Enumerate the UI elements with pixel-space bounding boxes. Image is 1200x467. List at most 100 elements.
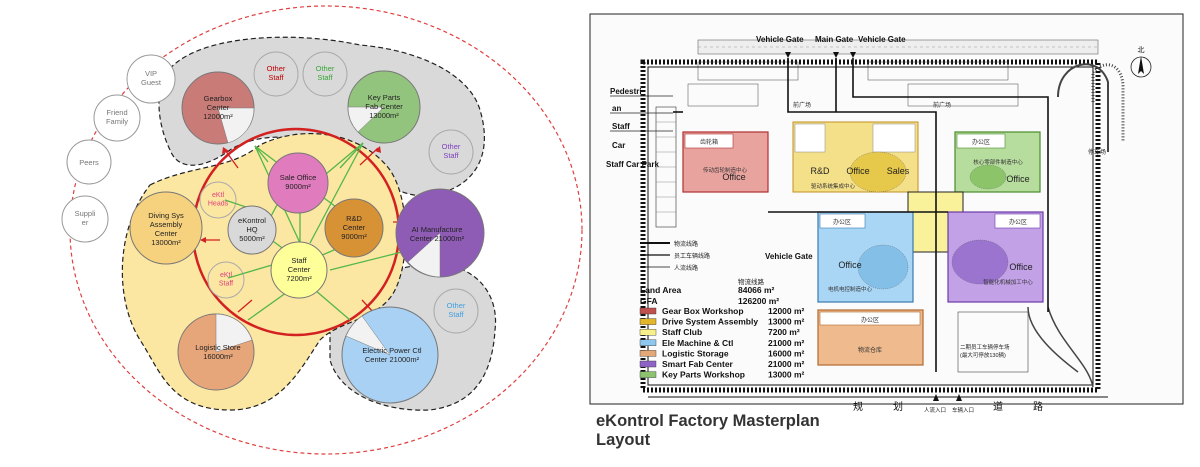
legend-label: Gear Box Workshop [662,306,744,316]
side-label-pedestrian: Pedestri [610,87,642,96]
legend-swatch [639,329,657,336]
north-arrow-icon: 北 [1130,46,1152,78]
side-label-staff: Staff [612,122,630,131]
vehicle-gate-side-label: Vehicle Gate [765,252,813,261]
logistics-route-label: 物流线路 [738,277,765,286]
block-elemachine: 办公区 Office 电机电控制造中心 [817,211,914,303]
block-rd: R&D Office Sales 驱动系统集成中心 [792,121,919,193]
block-smartfab: 办公区 Office 智能化机械加工中心 [947,211,1044,303]
side-label-staff-car-park: Staff Car Park [606,160,659,169]
factory-masterplan: 停车场 北 Vehicle Gate Main Gate Vehicle Gat… [589,13,1184,414]
side-label-an: an [612,104,621,113]
block-elemachine-office: Office [838,260,861,270]
legend-swatch [639,318,657,325]
bottom-gate-markers [933,394,962,401]
block-elemachine-cn: 电机电控制造中心 [828,285,873,293]
line-legend-logistics: 物流线路 [674,240,698,248]
side-label-car: Car [612,141,625,150]
block-rd-sales: Sales [887,166,910,176]
legend-label: Staff Club [662,327,702,337]
gate-markers [785,52,856,58]
phase2-parking-label: 二期员工车辆停车场 [960,343,1010,351]
line-legend: 物流线路 员工车辆线路 人流线路 [640,240,710,272]
legend-value: 12000 m² [768,306,805,316]
legend-label: Smart Fab Center [662,359,734,369]
legend-value: 13000 m² [768,317,805,327]
block-keyparts-title: 办公区 [972,138,990,146]
legend-label: Ele Machine & Ctl [662,338,733,348]
block-rd-office: R&D [810,166,830,176]
legend-swatch [639,307,657,315]
bus-parking [1091,63,1125,142]
legend-label: Drive System Assembly [662,317,758,327]
bottom-road-char-1: 规 [853,400,863,413]
bottom-gate-pedestrian: 人流入口 [924,406,946,414]
legend-label: Key Parts Workshop [662,370,745,380]
block-gearbox-office: Office [722,172,745,182]
gate-label-vehicle-1: Vehicle Gate [756,35,804,44]
north-label: 北 [1138,46,1145,54]
gate-label-vehicle-2: Vehicle Gate [858,35,906,44]
gate-label-main: Main Gate [815,35,854,44]
bottom-road-char-4: 路 [1033,400,1043,413]
site-boundary [640,59,1101,393]
legend-swatch [639,350,657,357]
plaza-label-1: 前广场 [793,101,811,109]
block-keyparts-cn: 核心零部件制造中心 [973,158,1023,166]
block-rd-office2: Office [846,166,869,176]
stat-gfa-value: 126200 m² [738,296,779,306]
bottom-road-char-3: 道 [993,400,1003,413]
block-logistic: 办公区 物流仓库 [817,309,924,366]
phase2-staff-parking [957,311,1029,373]
phase2-parking-sub: (最大可停放130辆) [960,351,1006,359]
line-legend-staff-vehicle: 员工车辆线路 [674,252,710,260]
function-legend: Gear Box Workshop 12000 m² Drive System As… [639,306,805,380]
stat-gfa-label: GFA [640,296,657,306]
stat-land-area-label: Land Area [640,285,682,295]
block-smartfab-cn: 智能化机械加工中心 [983,278,1033,286]
stat-land-area-value: 84066 m² [738,285,775,295]
bus-parking-label: 停车场 [1088,148,1106,156]
legend-value: 7200 m² [768,327,800,337]
bottom-gate-vehicle: 车辆入口 [952,406,974,414]
line-legend-pedestrian: 人流线路 [674,264,698,272]
legend-swatch [639,371,657,378]
site-boundary-outline [69,5,583,455]
block-logistic-title: 办公区 [861,316,879,324]
block-rd-cn: 驱动系统集成中心 [811,182,856,190]
block-keyparts: 办公区 Office 核心零部件制造中心 [954,131,1041,193]
bottom-road-char-2: 划 [893,400,903,413]
block-gearbox: 齿轮箱 Office 传动齿轮制造中心 [682,131,769,193]
legend-swatch [639,360,657,368]
block-gearbox-cn: 传动齿轮制造中心 [703,166,748,174]
legend-value: 21000 m² [768,338,805,348]
block-smartfab-title: 办公区 [1009,218,1027,226]
legend-swatch [639,339,657,346]
external-label-peers: Peers [79,158,99,167]
